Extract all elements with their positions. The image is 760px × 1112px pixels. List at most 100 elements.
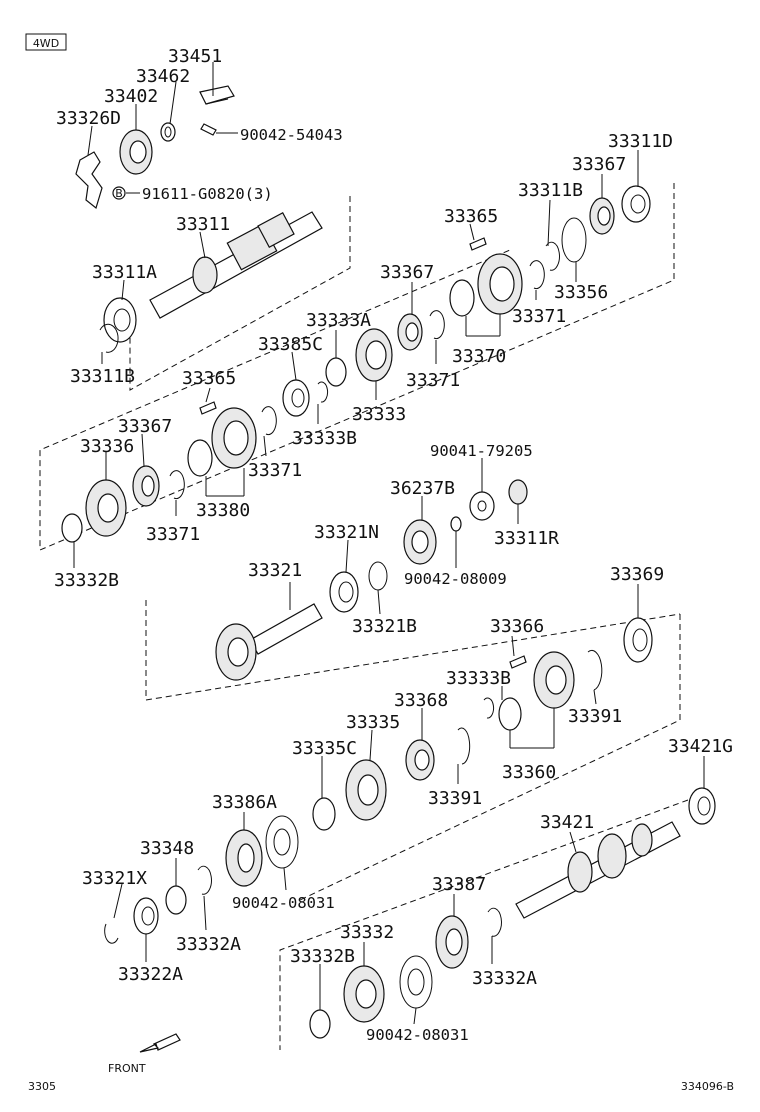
gear-33336 [85, 479, 127, 537]
label-33321n: 33321N [314, 522, 379, 543]
snap-ring-33311b-a [99, 323, 119, 353]
bearing-33322a [133, 897, 159, 935]
ring-33367-c [132, 465, 160, 507]
diagram-code-left: 3305 [28, 1080, 56, 1093]
label-33356: 33356 [554, 282, 608, 303]
washer-90042-08031-a [265, 815, 299, 869]
label-33367-c: 33367 [118, 416, 172, 437]
label-33365-b: 33365 [182, 368, 236, 389]
label-33391-a: 33391 [568, 706, 622, 727]
label-33333b-b: 33333B [446, 668, 511, 689]
label-33386a: 33386A [212, 792, 277, 813]
washer-90042-08031-b [399, 955, 433, 1009]
front-arrow-icon [139, 1033, 181, 1053]
label-33321b: 33321B [352, 616, 417, 637]
ring-33356 [561, 217, 587, 263]
snap-ring-33332a-b [487, 907, 502, 937]
bearing-33332b-b [309, 1009, 331, 1039]
washer-33462 [160, 122, 176, 142]
badge-4wd: 4WD [25, 33, 67, 51]
washer-90042-08009 [450, 516, 462, 532]
group-boundary-input [129, 196, 351, 391]
front-label: FRONT [108, 1062, 146, 1075]
bolt-91611: B [112, 186, 126, 200]
label-33391-b: 33391 [428, 788, 482, 809]
label-33371-b: 33371 [406, 370, 460, 391]
label-36237b: 36237B [390, 478, 455, 499]
part-labels: 33451 33462 33402 33326D 90042-54043 916… [54, 46, 733, 1044]
label-33371-a: 33371 [512, 306, 566, 327]
label-91611: 91611-G0820(3) [142, 185, 273, 203]
label-33311a: 33311A [92, 262, 157, 283]
label-33311b-a: 33311B [70, 366, 135, 387]
label-33402: 33402 [104, 86, 158, 107]
hub-sleeve-33380 [187, 407, 257, 477]
snap-ring-33321b [368, 561, 388, 591]
pin-90042-54043 [200, 123, 217, 136]
group-boundary-countergear [299, 614, 681, 901]
label-33332b-a: 33332B [54, 570, 119, 591]
key-33366 [509, 655, 527, 669]
snap-ring-33391-b [457, 727, 471, 765]
leader-lines [73, 62, 705, 1025]
group-boundary-main-upper [39, 183, 675, 551]
hub-sleeve-33360 [498, 651, 575, 731]
label-33380: 33380 [196, 500, 250, 521]
snap-ring-33332a-a [197, 865, 212, 895]
label-33462: 33462 [136, 66, 190, 87]
bearing-33332b-a [61, 513, 83, 543]
gear-33333 [355, 328, 393, 382]
bearing-33348 [165, 885, 187, 915]
input-shaft-33311 [149, 211, 323, 319]
label-33321x: 33321X [82, 868, 147, 889]
label-33348: 33348 [140, 838, 194, 859]
bearing-33311r [508, 479, 528, 505]
snap-ring-33321x [104, 923, 119, 944]
bearing-33333a [325, 357, 347, 387]
label-90042-54043: 90042-54043 [240, 126, 343, 144]
label-33311: 33311 [176, 214, 230, 235]
label-33451: 33451 [168, 46, 222, 67]
label-33332: 33332 [340, 922, 394, 943]
counter-shaft-33321 [215, 603, 323, 681]
group-boundary-counter [145, 600, 681, 701]
bearing-33321n [329, 571, 359, 613]
gear-33335 [345, 759, 387, 821]
label-33336: 33336 [80, 436, 134, 457]
label-33385c: 33385C [258, 334, 323, 355]
label-33421g: 33421G [668, 736, 733, 757]
group-boundary-output [279, 799, 689, 1050]
label-90042-08031-a: 90042-08031 [232, 894, 335, 912]
gear-36237b [403, 519, 437, 565]
label-33371-c: 33371 [248, 460, 302, 481]
fork-33326d [75, 151, 103, 210]
label-33335: 33335 [346, 712, 400, 733]
label-33371-d: 33371 [146, 524, 200, 545]
bearing-33311d [621, 185, 651, 223]
snap-ring-33371-b [429, 310, 445, 340]
label-90042-08009: 90042-08009 [404, 570, 507, 588]
bearing-33335c [312, 797, 336, 831]
label-33366: 33366 [490, 616, 544, 637]
label-33332a-a: 33332A [176, 934, 241, 955]
hub-sleeve-33370 [449, 253, 523, 317]
diagram-code-right: 334096-B [681, 1080, 734, 1093]
snap-ring-33311b-b [545, 241, 560, 271]
label-33332b-b: 33332B [290, 946, 355, 967]
label-33367-a: 33367 [572, 154, 626, 175]
gear-33386a [225, 829, 263, 887]
snap-ring-33391-a [587, 649, 603, 691]
bolt-marker-b: B [115, 187, 123, 200]
label-90042-08031-b: 90042-08031 [366, 1026, 469, 1044]
label-33368: 33368 [394, 690, 448, 711]
label-33387: 33387 [432, 874, 486, 895]
output-shaft-33421 [515, 821, 681, 919]
ring-33367-a [589, 197, 615, 235]
label-33369: 33369 [610, 564, 664, 585]
label-33333a: 33333A [306, 310, 371, 331]
label-33321: 33321 [248, 560, 302, 581]
snap-ring-33371-c [261, 406, 277, 436]
snap-ring-33333b-b [483, 697, 495, 719]
label-33311d: 33311D [608, 131, 673, 152]
